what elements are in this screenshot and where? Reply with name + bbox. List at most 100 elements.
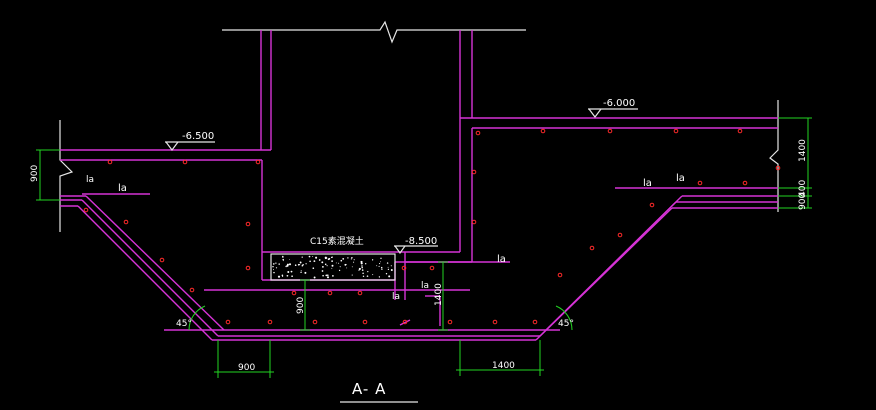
pad-speckle xyxy=(286,263,289,266)
pad-speckle xyxy=(275,262,277,264)
pad-speckle xyxy=(289,259,290,260)
pad-speckle xyxy=(381,268,383,270)
pad-speckle xyxy=(300,270,302,272)
rebar-dot xyxy=(447,319,453,325)
dim-right-upper: 1400 xyxy=(798,139,808,162)
rebar-dot xyxy=(327,290,333,296)
anchor-label: la xyxy=(421,281,429,291)
pad-speckle xyxy=(371,259,374,261)
pad-speckle xyxy=(361,269,364,271)
angle-mark-left: 45° xyxy=(176,305,206,331)
elevation-left-label: -6.500 xyxy=(182,131,214,142)
pad-label: C15素混凝土 xyxy=(310,235,364,247)
lean-concrete-pad xyxy=(270,253,396,281)
pad-speckle xyxy=(297,263,300,266)
pad-speckle xyxy=(308,255,311,258)
pad-speckle xyxy=(378,276,381,278)
pad-speckle xyxy=(351,266,353,268)
pad-speckle xyxy=(325,274,328,277)
pad-speckle xyxy=(273,271,275,274)
dim-right-mid: 400 xyxy=(798,180,808,197)
rebar-dot xyxy=(532,319,538,325)
section-title-text: A- A xyxy=(352,380,386,398)
rebar-dot xyxy=(189,287,195,293)
angle-mark-right: 45° xyxy=(555,305,574,331)
pad-speckle xyxy=(326,274,329,277)
pad-speckle xyxy=(386,262,389,264)
pad-speckle xyxy=(372,274,374,276)
rebar-dot xyxy=(607,128,613,134)
pad-speckle xyxy=(272,263,275,265)
pad-speckle xyxy=(388,275,391,278)
pad-speckle xyxy=(353,261,355,263)
pad-speckle xyxy=(278,263,280,265)
pad-speckle xyxy=(321,261,324,264)
angle-label: 45° xyxy=(558,319,574,329)
rebar-lines xyxy=(60,30,778,341)
rebar-dot xyxy=(225,319,231,325)
pad-speckle xyxy=(331,267,333,269)
pad-speckle xyxy=(305,263,307,265)
pad-speckle xyxy=(390,265,392,267)
anchor-label: la xyxy=(497,254,506,265)
pad-speckle xyxy=(302,264,304,266)
pad-speckle xyxy=(351,256,353,259)
pad-speckle xyxy=(312,267,315,270)
rebar-dots xyxy=(83,128,781,325)
pad-speckle xyxy=(326,276,330,279)
pad-speckle xyxy=(318,259,321,261)
pad-speckle xyxy=(275,267,278,269)
rebar-dot xyxy=(107,159,113,165)
elevation-pit-label: -8.500 xyxy=(405,236,437,247)
rebar-dot xyxy=(557,272,563,278)
pad-speckle xyxy=(300,271,302,273)
rebar-dot xyxy=(742,180,748,186)
dim-bottom-left: 900 xyxy=(238,363,255,373)
pad-speckle xyxy=(358,269,360,271)
pad-speckle xyxy=(282,256,284,259)
dim-pit-depth-right: 1400 xyxy=(434,283,444,306)
elevation-marker-right: -6.000 xyxy=(588,98,638,118)
angle-label: 45° xyxy=(176,319,192,329)
rebar-dot xyxy=(492,319,498,325)
pad-speckle xyxy=(342,258,345,260)
rebar-dot xyxy=(83,207,89,213)
pad-speckle xyxy=(366,275,369,277)
pad-speckle xyxy=(353,259,355,261)
pad-speckle xyxy=(346,267,348,269)
rebar-dot xyxy=(475,130,481,136)
section-title: A- A xyxy=(340,380,418,403)
pad-speckle xyxy=(360,262,363,265)
pad-speckle xyxy=(282,260,284,262)
pad-speckle xyxy=(331,260,333,262)
anchor-label: la xyxy=(643,178,652,189)
pad-speckle xyxy=(362,272,364,274)
pad-speckle xyxy=(313,276,316,279)
top-break-line xyxy=(222,20,526,44)
pad-speckle xyxy=(362,275,365,278)
pad-speckle xyxy=(347,257,349,259)
rebar-dot xyxy=(589,245,595,251)
pad-speckle xyxy=(324,263,327,266)
rebar-dot xyxy=(401,265,407,271)
pad-speckle xyxy=(361,266,363,269)
dimension-lines: 900 1400 400 900 900 1400 900 1400 xyxy=(30,117,812,378)
pad-speckle xyxy=(332,275,334,277)
anchor-label: la xyxy=(118,183,127,194)
pad-speckle xyxy=(327,258,330,261)
anchor-label: la xyxy=(676,173,685,184)
pad-speckle xyxy=(281,274,284,277)
elevation-right-label: -6.000 xyxy=(603,98,635,109)
pad-speckle xyxy=(391,269,393,272)
pad-speckle xyxy=(340,259,343,262)
pad-speckle xyxy=(287,271,290,273)
anchor-labels: la la la la la la la xyxy=(86,173,685,302)
rebar-dot xyxy=(267,319,273,325)
rebar-dot xyxy=(429,265,435,271)
pad-speckle xyxy=(326,265,328,267)
pad-speckle xyxy=(379,263,381,265)
elevation-marker-pit: -8.500 xyxy=(394,236,438,255)
rebar-dot xyxy=(159,257,165,263)
pad-speckle xyxy=(338,262,340,264)
